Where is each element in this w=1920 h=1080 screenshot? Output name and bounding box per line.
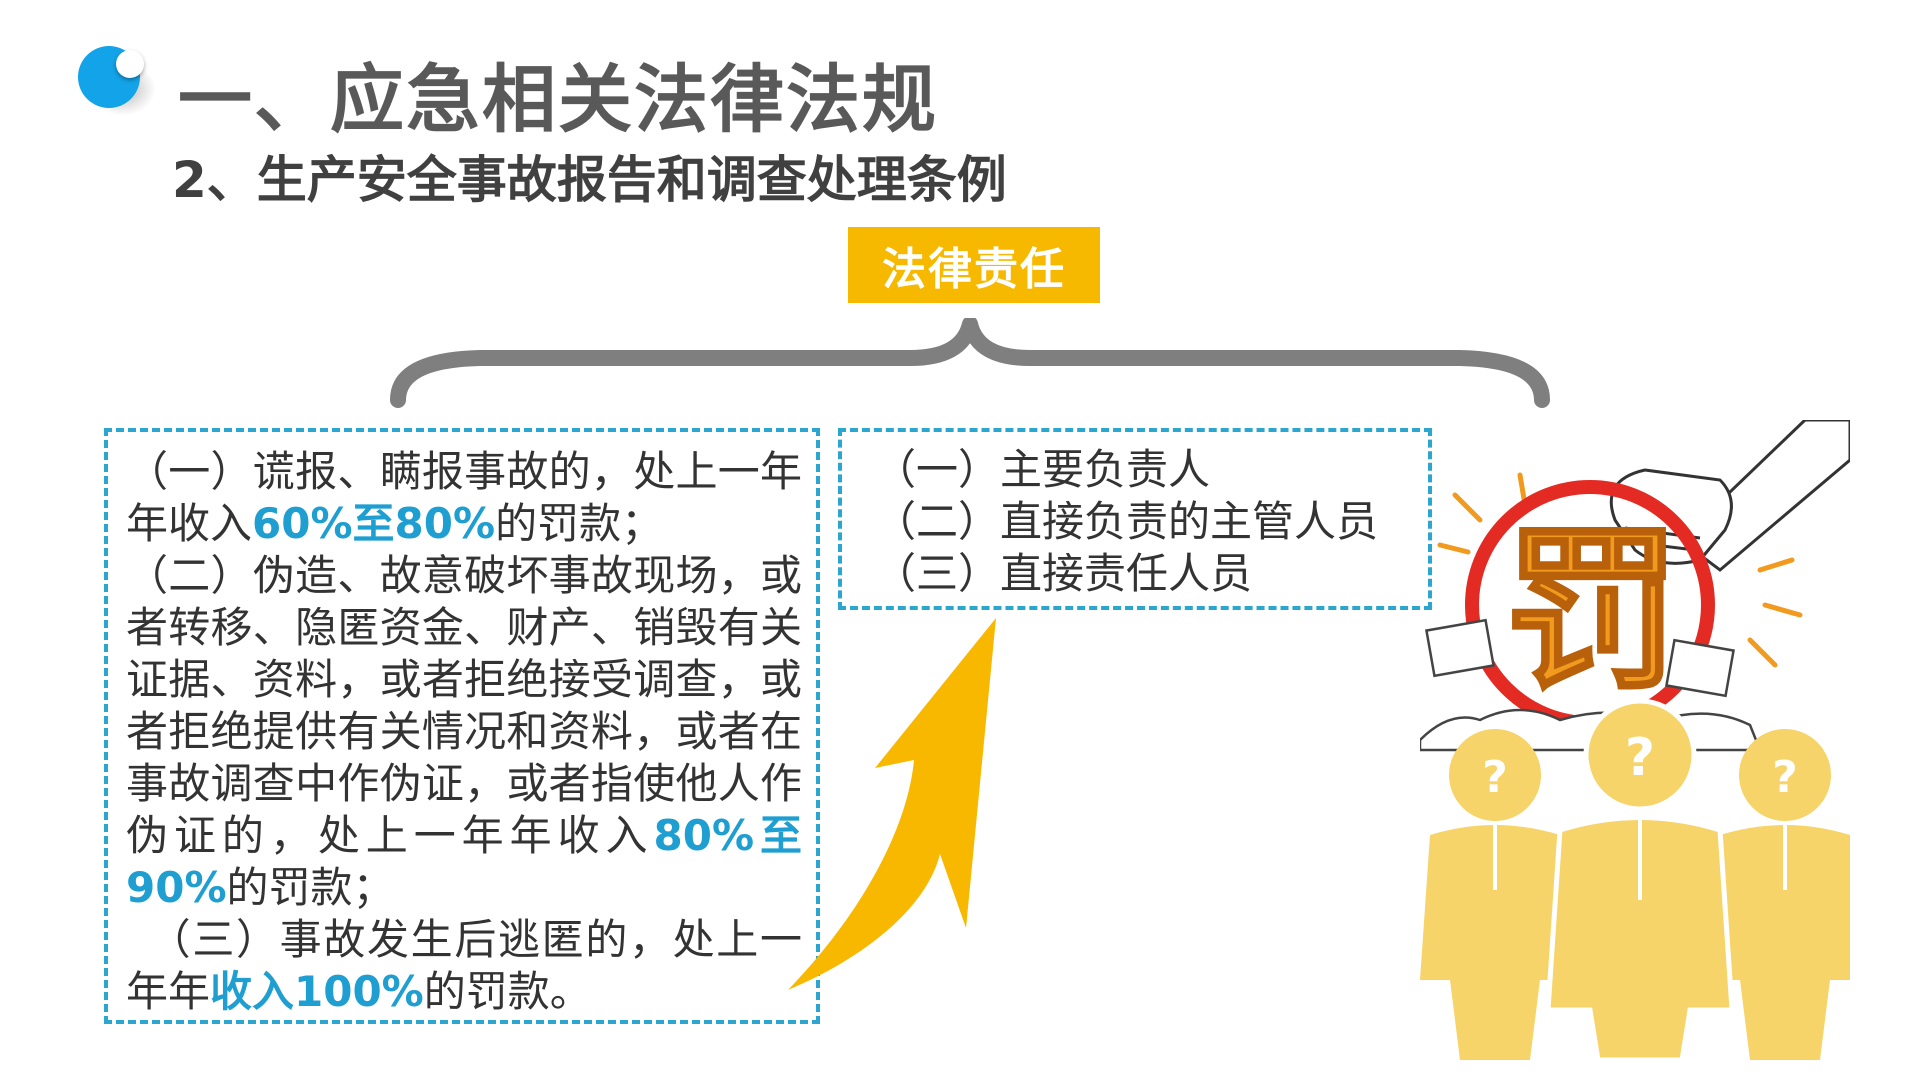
page-title: 一、应急相关法律法规 (178, 57, 938, 143)
highlight-80-90: 80%至90% (126, 811, 802, 912)
figure-left (1420, 729, 1570, 1060)
responsible-item-3: （三）直接责任人员 (874, 549, 1253, 598)
question-mark-left: ? (1482, 752, 1508, 803)
responsible-item-2: （二）直接负责的主管人员 (874, 497, 1379, 546)
curly-brace-icon (390, 318, 1550, 408)
responsible-item-1: （一）主要负责人 (874, 445, 1211, 494)
penalty-illustration: 罚 ? ? ? (1420, 420, 1850, 1060)
highlight-60-80: 60%至80% (252, 499, 496, 548)
responsible-persons-box: （一）主要负责人 （二）直接负责的主管人员 （三）直接责任人员 (838, 428, 1432, 610)
page-subtitle: 2、生产安全事故报告和调查处理条例 (172, 151, 1007, 209)
ties (1493, 812, 1787, 900)
clause-2: （二）伪造、故意破坏事故现场，或者转移、隐匿资金、财产、销毁有关证据、资料，或者… (126, 551, 802, 912)
figure-right (1710, 729, 1850, 1060)
legal-liability-tag: 法律责任 (848, 227, 1100, 303)
highlight-100: 收入100% (210, 967, 424, 1016)
figure-center (1545, 698, 1735, 1060)
penalty-stamp-text: 罚 (1504, 509, 1680, 714)
clause-3: （三）事故发生后逃匿的，处上一年年收入100%的罚款。 (126, 915, 802, 1016)
question-mark-center: ? (1625, 728, 1655, 788)
bullet-white-circle (116, 50, 144, 78)
title-bullet-icon (78, 46, 162, 116)
curved-arrow-icon (788, 618, 996, 990)
clause-1: （一）谎报、瞒报事故的，处上一年年收入60%至80%的罚款； (126, 447, 802, 548)
penalty-clauses-box: （一）谎报、瞒报事故的，处上一年年收入60%至80%的罚款； （二）伪造、故意破… (104, 428, 820, 1024)
question-mark-right: ? (1772, 752, 1798, 803)
